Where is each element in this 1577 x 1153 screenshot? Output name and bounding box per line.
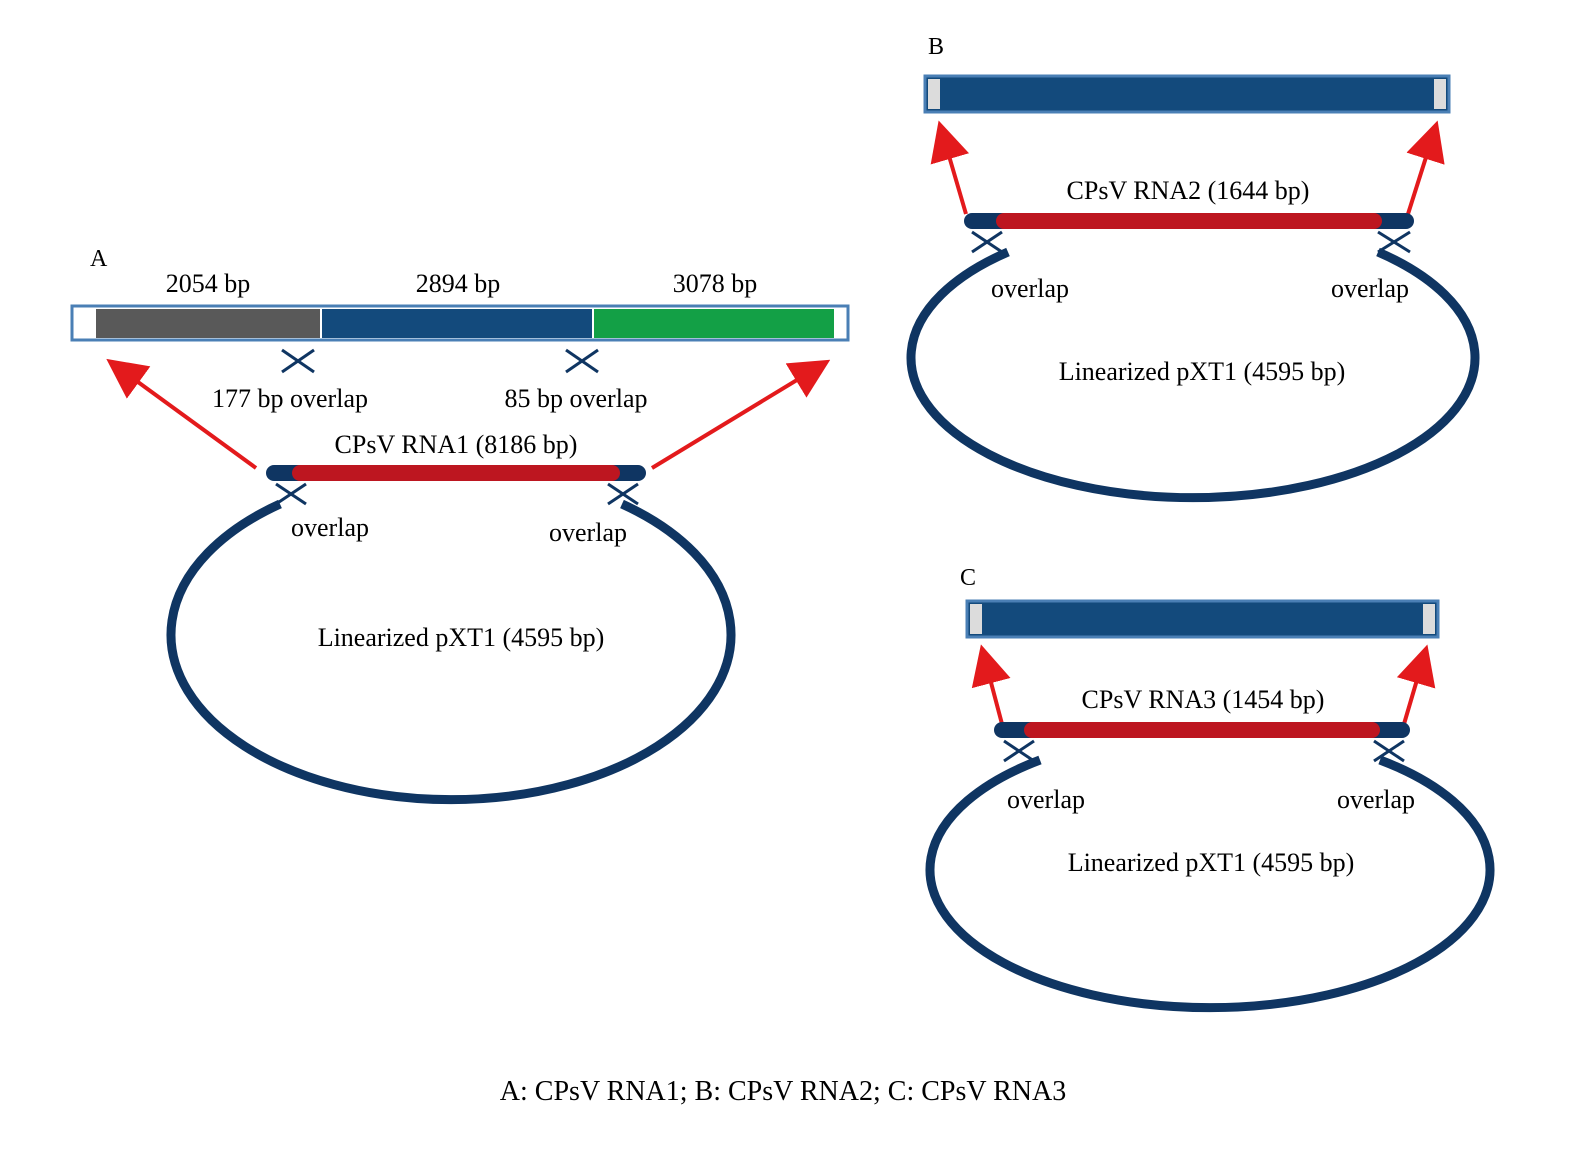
- panel-c-letter: C: [960, 565, 976, 591]
- genome-bar-c-right-cap: [1423, 604, 1435, 634]
- overlap-left-label-c: overlap: [1007, 785, 1085, 814]
- vector-loop-a: [166, 499, 736, 805]
- panel-a-letter: A: [90, 246, 108, 272]
- arrow-right-c: [1396, 644, 1436, 725]
- panel-b: B CPsV RNA2 (1644 bp) overlap overlap Li…: [906, 34, 1480, 503]
- segment-3-size-label: 3078 bp: [673, 269, 758, 298]
- vector-label-c: Linearized pXT1 (4595 bp): [1068, 848, 1355, 877]
- overlap-cross-right-a: [607, 482, 639, 506]
- genome-bar-c-left-cap: [970, 604, 982, 634]
- genome-bar-b-left-cap: [928, 79, 940, 109]
- genome-bar-c-body: [965, 599, 1440, 639]
- overlap-cross-left-a: [275, 482, 307, 506]
- figure-caption: A: CPsV RNA1; B: CPsV RNA2; C: CPsV RNA3: [500, 1076, 1066, 1107]
- junction-cross-2: [565, 348, 599, 374]
- insert-label-rna1: CPsV RNA1 (8186 bp): [335, 430, 578, 459]
- overlap-cross-right-b: [1377, 230, 1411, 254]
- arrow-right-a: [650, 359, 831, 470]
- arrow-right-b: [1406, 120, 1445, 215]
- segment-2-blue: [322, 309, 592, 338]
- junction-overlap-1-label: 177 bp overlap: [212, 384, 368, 413]
- genome-bar-rna1: [70, 304, 850, 342]
- panel-a: A 2054 bp 2894 bp 3078 bp 177 bp overlap…: [70, 246, 850, 805]
- genome-bar-b-body: [923, 74, 1451, 114]
- genome-bar-rna2: [923, 74, 1451, 114]
- insert-label-rna3: CPsV RNA3 (1454 bp): [1082, 685, 1325, 714]
- genome-bar-b-right-cap: [1434, 79, 1446, 109]
- segment-1-size-label: 2054 bp: [166, 269, 251, 298]
- vector-loop-c: [925, 755, 1495, 1013]
- segment-2-size-label: 2894 bp: [416, 269, 501, 298]
- panel-c: C CPsV RNA3 (1454 bp) overlap overlap Li…: [925, 565, 1495, 1013]
- overlap-left-label-b: overlap: [991, 274, 1069, 303]
- overlap-cross-left-b: [971, 230, 1003, 254]
- overlap-right-label-a: overlap: [549, 518, 627, 547]
- overlap-cross-right-c: [1373, 739, 1405, 763]
- junction-cross-1: [281, 348, 315, 374]
- junction-overlap-2-label: 85 bp overlap: [505, 384, 648, 413]
- genome-bar-rna3: [965, 599, 1440, 639]
- overlap-right-label-b: overlap: [1331, 274, 1409, 303]
- overlap-right-label-c: overlap: [1337, 785, 1415, 814]
- arrow-left-b: [930, 120, 970, 215]
- arrow-left-c: [971, 644, 1011, 725]
- panel-b-letter: B: [928, 34, 944, 60]
- segment-1-gray: [96, 309, 320, 338]
- overlap-cross-left-c: [1003, 739, 1035, 763]
- segment-3-green: [594, 309, 834, 338]
- vector-loop-b: [906, 247, 1480, 503]
- arrow-left-a: [106, 358, 258, 470]
- insert-label-rna2: CPsV RNA2 (1644 bp): [1067, 176, 1310, 205]
- overlap-left-label-a: overlap: [291, 513, 369, 542]
- vector-label-a: Linearized pXT1 (4595 bp): [318, 623, 605, 652]
- vector-label-b: Linearized pXT1 (4595 bp): [1059, 357, 1346, 386]
